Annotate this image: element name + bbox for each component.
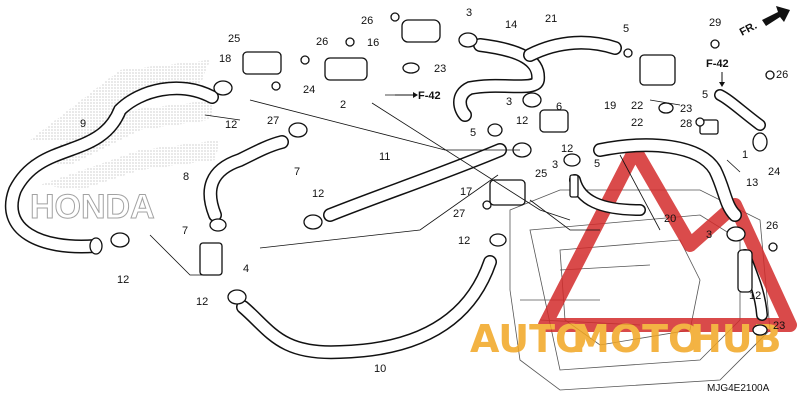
hose-21-inner bbox=[524, 37, 621, 61]
part-label: 12 bbox=[196, 296, 208, 308]
hose-14-inner bbox=[454, 39, 544, 121]
arrow-icon bbox=[762, 6, 790, 26]
watermark-hub: HUB bbox=[690, 317, 782, 361]
part-label: 24 bbox=[303, 84, 315, 96]
part-label: 23 bbox=[434, 63, 446, 75]
part-label: 29 bbox=[709, 17, 721, 29]
part-label: 7 bbox=[294, 166, 300, 178]
part-label: 1 bbox=[742, 149, 748, 161]
hose-13-inner bbox=[594, 139, 741, 221]
part-label: 12 bbox=[225, 119, 237, 131]
automotohub-watermark: AUTO MOTO HUB bbox=[470, 143, 797, 361]
front-direction-indicator: FR. bbox=[738, 6, 790, 39]
part-label: 3 bbox=[466, 7, 472, 19]
part-label: 25 bbox=[228, 33, 240, 45]
part-label: 23 bbox=[680, 103, 692, 115]
part-label: 5 bbox=[623, 23, 629, 35]
brand-wordmark: HONDA bbox=[30, 188, 155, 226]
part-label: 22 bbox=[631, 117, 643, 129]
part-label: 16 bbox=[367, 37, 379, 49]
direction-label: FR. bbox=[738, 20, 759, 39]
part-label: 10 bbox=[374, 363, 386, 375]
part-label: 25 bbox=[535, 168, 547, 180]
part-label: 3 bbox=[706, 229, 712, 241]
part-label: 17 bbox=[460, 186, 472, 198]
part-label: 2 bbox=[340, 99, 346, 111]
part-label: 8 bbox=[183, 171, 189, 183]
watermark-moto: MOTO bbox=[572, 317, 700, 361]
part-labels: 1 2 3 3 3 3 4 5 5 5 5 6 7 7 8 9 10 11 12… bbox=[80, 7, 788, 375]
part-label: 27 bbox=[453, 208, 465, 220]
part-label: 24 bbox=[768, 166, 780, 178]
part-label: 26 bbox=[766, 220, 778, 232]
leader-lines bbox=[149, 94, 741, 276]
reference-labels: F-42 F-42 bbox=[395, 58, 729, 102]
part-label: 23 bbox=[773, 320, 785, 332]
part-label: 11 bbox=[379, 151, 390, 163]
ref-label-f42: F-42 bbox=[418, 90, 441, 102]
fittings bbox=[89, 12, 778, 336]
part-label: 18 bbox=[219, 53, 231, 65]
part-label: 20 bbox=[664, 213, 676, 225]
hose-8-inner bbox=[204, 136, 288, 221]
part-label: 5 bbox=[702, 89, 708, 101]
part-label: 3 bbox=[506, 96, 512, 108]
part-label: 28 bbox=[680, 118, 692, 130]
hose-11-inner bbox=[324, 144, 506, 221]
part-label: 5 bbox=[594, 158, 600, 170]
part-label: 12 bbox=[561, 143, 573, 155]
part-label: 4 bbox=[243, 263, 249, 275]
part-label: 6 bbox=[556, 101, 562, 113]
part-label: 27 bbox=[267, 115, 279, 127]
ref-label-f42: F-42 bbox=[706, 58, 729, 70]
hose-9-inner bbox=[6, 82, 218, 252]
hoses bbox=[4, 35, 768, 360]
part-label: 12 bbox=[749, 290, 761, 302]
hose-10-inner bbox=[237, 256, 496, 358]
part-label: 13 bbox=[746, 177, 758, 189]
part-label: 12 bbox=[516, 115, 528, 127]
hose-1-inner bbox=[715, 90, 765, 130]
part-label: 21 bbox=[545, 13, 557, 25]
part-label: 26 bbox=[361, 15, 373, 27]
part-label: 12 bbox=[458, 235, 470, 247]
part-label: 7 bbox=[182, 225, 188, 237]
part-label: 19 bbox=[604, 100, 616, 112]
part-label: 12 bbox=[312, 188, 324, 200]
part-label: 3 bbox=[552, 159, 558, 171]
part-label: 22 bbox=[631, 100, 643, 112]
diagram-code: MJG4E2100A bbox=[707, 383, 770, 394]
part-label: 5 bbox=[470, 127, 476, 139]
part-label: 26 bbox=[776, 69, 788, 81]
part-label: 14 bbox=[505, 19, 517, 31]
watermark-auto: AUTO bbox=[470, 317, 587, 361]
part-label: 26 bbox=[316, 36, 328, 48]
part-label: 12 bbox=[117, 274, 129, 286]
part-label: 9 bbox=[80, 118, 86, 130]
